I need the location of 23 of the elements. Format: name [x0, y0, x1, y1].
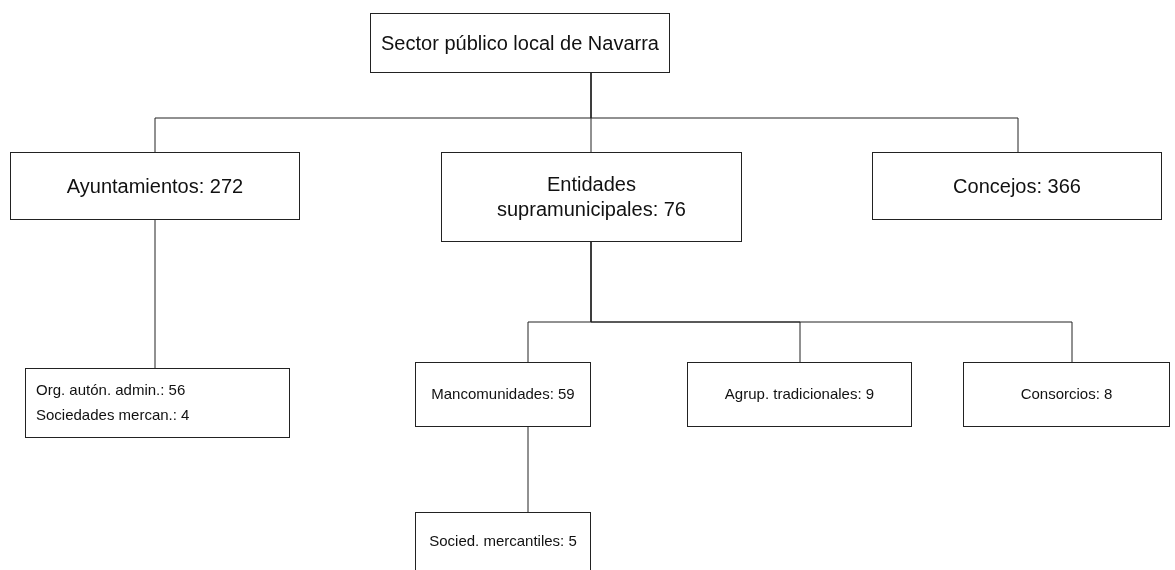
org-box: [963, 362, 1170, 427]
box-label: Consorcios: 8: [1020, 385, 1113, 404]
box-label: Sector público local de Navarra: [381, 30, 659, 56]
org-box: [370, 13, 670, 73]
box-label: Ayuntamientos: 272: [66, 173, 244, 199]
connector-line: [154, 219, 156, 369]
org-box: [687, 362, 912, 427]
connector-line: [590, 72, 1019, 153]
connector-line: [590, 241, 1073, 363]
box-label: Entidades supramunicipales: 76: [496, 172, 687, 222]
box-label: Agrup. tradicionales: 9: [724, 385, 875, 404]
box-label: Socied. mercantiles: 5: [429, 532, 577, 551]
org-box: [441, 152, 742, 242]
org-box: [10, 152, 300, 220]
org-box: [25, 368, 290, 438]
org-box: [415, 512, 591, 570]
org-box: [415, 362, 591, 427]
box-label: Concejos: 366: [953, 173, 1081, 199]
box-label: Mancomunidades: 59: [431, 385, 575, 404]
org-box: [872, 152, 1162, 220]
box-label: Org. autón. admin.: 56: [36, 381, 186, 400]
box-label: Sociedades mercan.: 4: [36, 406, 190, 425]
connector-line: [527, 426, 529, 513]
